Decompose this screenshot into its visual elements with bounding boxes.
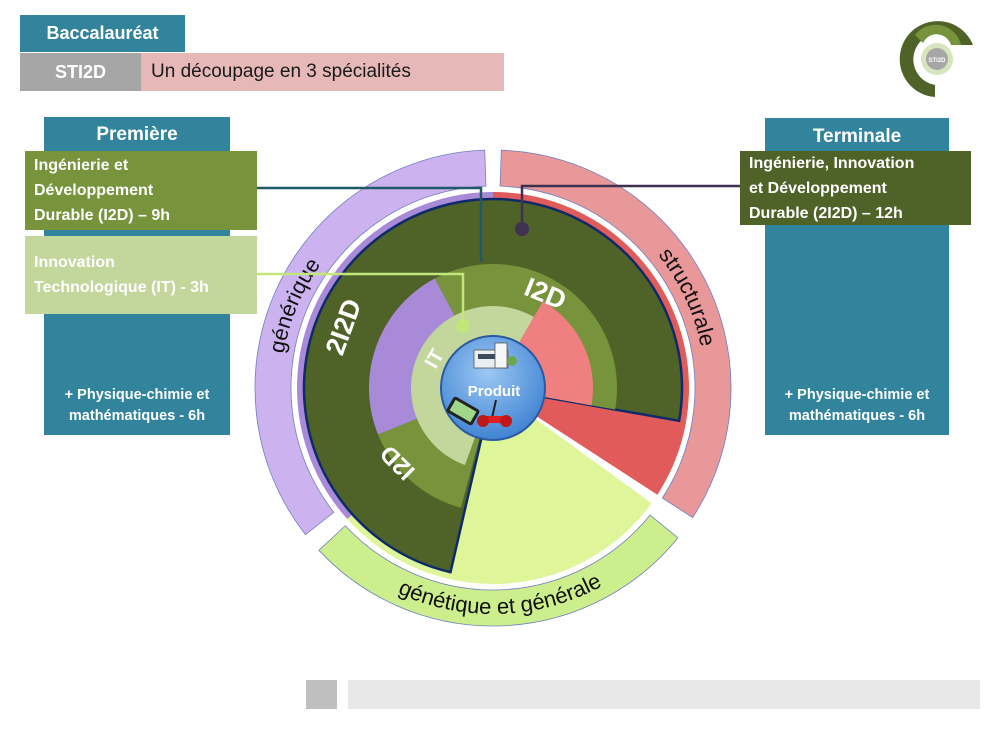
specialty-line: et Développement: [749, 180, 887, 197]
premiere-title: Première: [96, 124, 178, 145]
extra-line: + Physique-chimie et: [784, 387, 930, 403]
premiere-specialty-it: Innovation Technologique (IT) - 3h: [25, 236, 257, 314]
extra-line: + Physique-chimie et: [64, 387, 210, 403]
specialty-line: Ingénierie et: [34, 157, 129, 174]
ring-segment-genetique: [318, 514, 679, 627]
terminale-title: Terminale: [812, 126, 902, 147]
logo-label: STI2D: [928, 58, 946, 64]
specialty-line: Durable (I2D) – 9h: [34, 207, 171, 224]
terminale-extra: + Physique-chimie et mathématiques - 6h: [765, 385, 949, 427]
connector-2i2d: [520, 184, 740, 228]
smartphone-icon: [446, 396, 480, 426]
header-series: STI2D: [20, 53, 141, 91]
specialty-line: Innovation: [34, 254, 115, 271]
footer-square: [306, 680, 337, 709]
center-label: Produit: [468, 383, 521, 400]
logo-center: [926, 48, 948, 70]
connector-it: [257, 272, 465, 326]
header-subtitle: Un découpage en 3 spécialités: [141, 53, 504, 91]
connector-i2d: [257, 186, 483, 262]
ring-segment-generique: [254, 149, 487, 536]
extra-line: mathématiques - 6h: [788, 408, 926, 424]
outer-ring: [254, 149, 732, 627]
logo-outer-arc: [899, 21, 973, 97]
premiere-extra: + Physique-chimie et mathématiques - 6h: [44, 385, 230, 427]
specialty-line: Durable (2I2D) – 12h: [749, 205, 903, 222]
ring-segment-structurale: [499, 149, 732, 519]
specialty-line: Technologique (IT) - 3h: [34, 279, 209, 296]
center-produit: Produit: [440, 335, 546, 441]
footer-bar: [348, 680, 980, 709]
specialty-line: Ingénierie, Innovation: [749, 155, 915, 172]
premiere-specialty-i2d: Ingénierie et Développement Durable (I2D…: [25, 151, 257, 230]
logo-mid-arc: [915, 24, 961, 45]
connector-2i2d-dot: [515, 222, 529, 236]
extra-line: mathématiques - 6h: [68, 408, 206, 424]
ring-i2d-premiere: [434, 264, 617, 410]
connector-it-dot: [456, 319, 470, 333]
specialty-line: Développement: [34, 182, 154, 199]
terminale-specialty-2i2d: Ingénierie, Innovation et Développement …: [740, 151, 971, 225]
building-icon: [473, 342, 517, 369]
sti2d-logo: STI2D: [899, 21, 973, 97]
gyropode-icon: [477, 399, 512, 427]
header-title: Baccalauréat: [20, 15, 185, 52]
